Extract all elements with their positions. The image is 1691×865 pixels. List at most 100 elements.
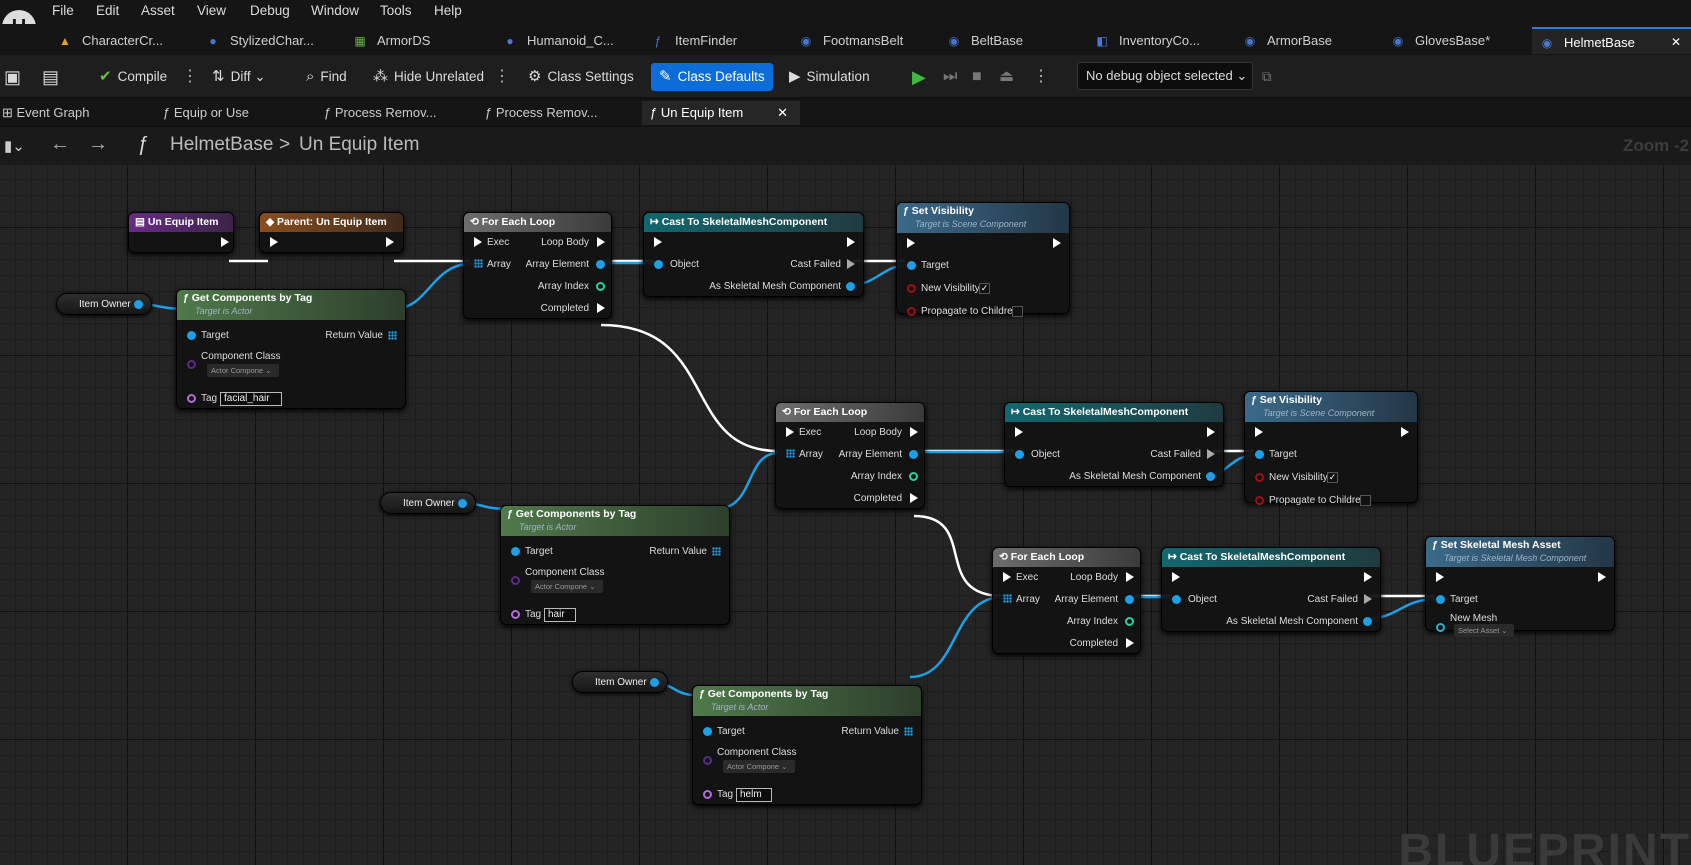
exec-out-pin[interactable] xyxy=(910,493,918,503)
target-in-pin[interactable] xyxy=(1436,595,1445,604)
tag-input[interactable]: hair xyxy=(544,608,576,622)
tab-event-graph[interactable]: ⊞ Event Graph xyxy=(2,105,90,120)
play-options-icon[interactable]: ⋮ xyxy=(1033,68,1049,85)
array-in-pin[interactable] xyxy=(474,259,483,268)
menu-file[interactable]: File xyxy=(52,3,74,18)
element-out-pin[interactable] xyxy=(1125,595,1134,604)
exec-out-pin[interactable] xyxy=(597,303,605,313)
exec-out-pin[interactable] xyxy=(1207,427,1215,437)
tab-glovesbase[interactable]: ◉GlovesBase* xyxy=(1391,27,1490,54)
diff-button[interactable]: ⇅Diff ⌄ xyxy=(212,63,266,91)
component-class-dropdown[interactable]: Actor Compone ⌄ xyxy=(531,580,603,593)
class-defaults-button[interactable]: ✎Class Defaults xyxy=(651,63,773,91)
exec-out-pin[interactable] xyxy=(1598,572,1606,582)
breadcrumb-root[interactable]: HelmetBase xyxy=(170,134,274,155)
target-in-pin[interactable] xyxy=(703,727,712,736)
tab-process-remov-2[interactable]: ƒ Process Remov... xyxy=(485,105,598,120)
exec-out-pin[interactable] xyxy=(386,237,394,247)
tag-in-pin[interactable] xyxy=(511,610,520,619)
tab-footmansbelt[interactable]: ◉FootmansBelt xyxy=(799,27,903,54)
find-button[interactable]: ⌕Find xyxy=(306,63,347,91)
target-in-pin[interactable] xyxy=(187,331,196,340)
bool-in-pin[interactable] xyxy=(1255,496,1264,505)
class-settings-button[interactable]: ⚙Class Settings xyxy=(528,63,634,91)
menu-window[interactable]: Window xyxy=(311,3,360,18)
tag-input[interactable]: facial_hair xyxy=(220,392,282,406)
simulation-button[interactable]: ▶Simulation xyxy=(789,63,870,91)
class-in-pin[interactable] xyxy=(511,576,520,585)
exec-out-pin[interactable] xyxy=(1126,572,1134,582)
bool-in-pin[interactable] xyxy=(907,284,916,293)
class-in-pin[interactable] xyxy=(187,360,196,369)
hide-unrelated-button[interactable]: ⁂Hide Unrelated xyxy=(373,63,484,91)
exec-out-pin[interactable] xyxy=(597,237,605,247)
compile-button[interactable]: ✔Compile xyxy=(99,63,167,91)
eject-icon[interactable]: ⏏ xyxy=(999,68,1015,85)
tab-armorbase[interactable]: ◉ArmorBase xyxy=(1243,27,1332,54)
cast-node-2[interactable]: ↦ Cast To SkeletalMeshComponent Object C… xyxy=(1004,402,1224,487)
exec-in-pin[interactable] xyxy=(907,238,915,248)
cast-node-3[interactable]: ↦ Cast To SkeletalMeshComponent Object C… xyxy=(1161,547,1381,632)
tag-in-pin[interactable] xyxy=(187,394,196,403)
owner-out-pin[interactable] xyxy=(650,678,659,687)
bool-in-pin[interactable] xyxy=(1255,473,1264,482)
as-skel-out-pin[interactable] xyxy=(846,282,855,291)
exec-in-pin[interactable] xyxy=(1003,572,1011,582)
component-class-dropdown[interactable]: Actor Compone ⌄ xyxy=(207,364,279,377)
return-out-pin[interactable] xyxy=(388,331,397,340)
new-visibility-checkbox[interactable]: ✓ xyxy=(979,283,990,294)
component-class-dropdown[interactable]: Actor Compone ⌄ xyxy=(723,760,795,773)
browse-icon[interactable]: ▤ xyxy=(42,67,60,87)
menu-asset[interactable]: Asset xyxy=(141,3,175,18)
debug-object-select[interactable]: No debug object selected ⌄ xyxy=(1077,62,1253,90)
class-in-pin[interactable] xyxy=(703,756,712,765)
select-asset-dropdown[interactable]: Select Asset ⌄ xyxy=(1454,624,1514,637)
tab-beltbase[interactable]: ◉BeltBase xyxy=(947,27,1023,54)
for-each-loop-node-2[interactable]: ⟲ For Each Loop Exec Array Loop Body Arr… xyxy=(775,402,925,509)
exec-in-pin[interactable] xyxy=(270,237,278,247)
item-owner-getter-1[interactable]: Item Owner xyxy=(56,293,152,315)
exec-in-pin[interactable] xyxy=(1255,427,1263,437)
stop-icon[interactable]: ■ xyxy=(972,68,982,85)
element-out-pin[interactable] xyxy=(596,260,605,269)
exec-out-pin[interactable] xyxy=(1401,427,1409,437)
array-in-pin[interactable] xyxy=(786,449,795,458)
tag-input[interactable]: helm xyxy=(736,788,772,802)
propagate-checkbox[interactable] xyxy=(1360,495,1371,506)
cast-node-1[interactable]: ↦ Cast To SkeletalMeshComponent Object C… xyxy=(643,212,864,297)
target-in-pin[interactable] xyxy=(907,261,916,270)
element-out-pin[interactable] xyxy=(909,450,918,459)
tab-helmetbase[interactable]: ◉HelmetBase✕ xyxy=(1532,27,1691,54)
close-tab-icon[interactable]: ✕ xyxy=(777,105,788,120)
exec-out-pin[interactable] xyxy=(1126,638,1134,648)
tab-un-equip-item[interactable]: ƒ Un Equip Item✕ xyxy=(642,101,800,125)
as-skel-out-pin[interactable] xyxy=(1206,472,1215,481)
exec-in-pin[interactable] xyxy=(474,237,482,247)
tag-in-pin[interactable] xyxy=(703,790,712,799)
menu-help[interactable]: Help xyxy=(434,3,462,18)
exec-in-pin[interactable] xyxy=(1436,572,1444,582)
new-visibility-checkbox[interactable]: ✓ xyxy=(1327,472,1338,483)
item-owner-getter-3[interactable]: Item Owner xyxy=(572,671,668,693)
debug-filter-icon[interactable]: ⧉ xyxy=(1262,69,1272,84)
object-in-pin[interactable] xyxy=(654,260,663,269)
tab-equip-or-use[interactable]: ƒ Equip or Use xyxy=(163,105,249,120)
parent-call-node[interactable]: ◆ Parent: Un Equip Item xyxy=(259,212,404,253)
close-tab-icon[interactable]: ✕ xyxy=(1670,35,1681,49)
array-in-pin[interactable] xyxy=(1003,594,1012,603)
owner-out-pin[interactable] xyxy=(134,300,143,309)
menu-debug[interactable]: Debug xyxy=(250,3,290,18)
return-out-pin[interactable] xyxy=(904,727,913,736)
play-icon[interactable]: ▶ xyxy=(912,67,926,87)
save-icon[interactable]: ▣ xyxy=(4,67,22,87)
cast-failed-pin[interactable] xyxy=(1207,449,1215,459)
tab-inventoryco[interactable]: ◧InventoryCo... xyxy=(1095,27,1200,54)
exec-out-pin[interactable] xyxy=(847,237,855,247)
forward-arrow-icon[interactable]: → xyxy=(88,133,108,155)
